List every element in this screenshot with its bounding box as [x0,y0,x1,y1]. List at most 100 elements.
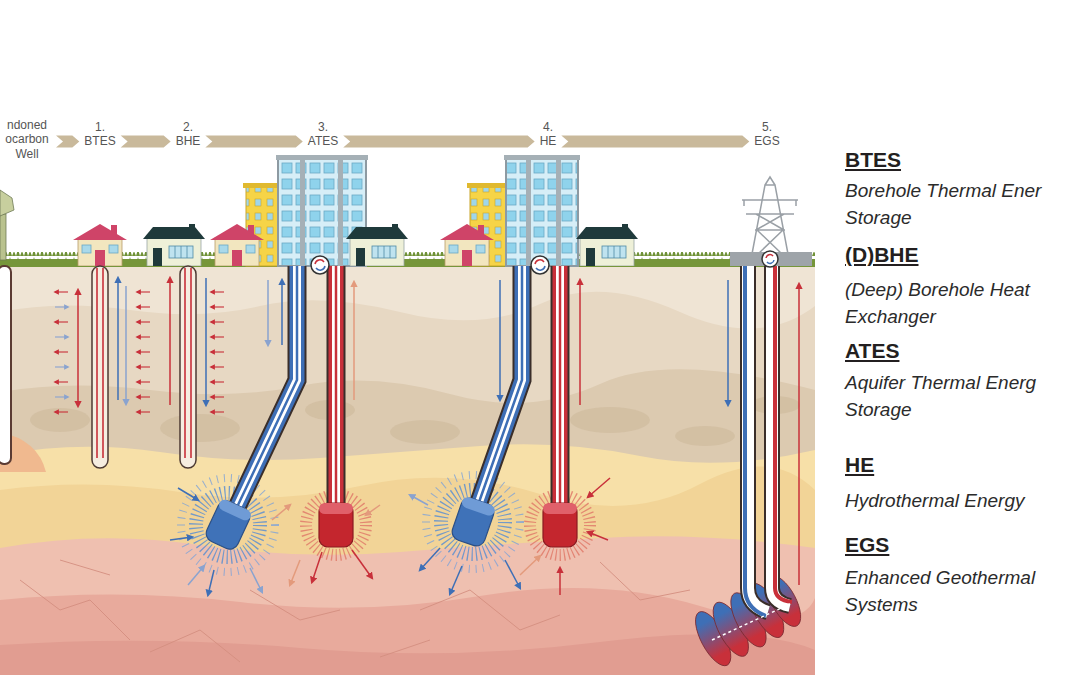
heat-flow-arrow [281,280,283,345]
heat-flow-arrow [178,488,198,500]
injection-well [478,266,522,505]
heat-flow-arrow [267,280,269,345]
injection-well [478,266,522,505]
house [346,224,408,266]
well-filter [203,498,252,552]
abandoned-well [0,266,11,464]
heat-flow-arrow [211,336,224,337]
step-number: 3. [308,120,338,134]
symbol-arrow [536,266,545,270]
heat-flow-arrow [579,280,581,405]
symbol-arrow [767,260,774,263]
heat-flow-arrow [137,366,150,367]
flow-halo [181,478,275,572]
step-number: 4. [540,120,557,134]
step-name: HE [540,134,557,148]
heat-flow-arrow [211,366,224,367]
heat-flow-arrow [170,537,192,540]
production-well [327,266,346,508]
heat-flow-arrow [211,291,224,292]
legend-definition: Borehole Thermal Ener Storage [845,177,1067,231]
flow-halo [530,495,590,555]
symbol-arrow [535,260,544,264]
heat-flow-arrow [272,505,290,520]
heat-flow-arrow [55,366,68,367]
building-column [556,155,561,266]
building-column [526,155,531,266]
bedrock-layer [0,634,815,675]
borehole [180,266,196,468]
bedrock-layer [0,536,815,675]
building-column [338,155,343,266]
step-name: ATES [308,134,338,148]
heat-flow-arrow [588,478,610,497]
heat-flow-arrow [798,284,800,585]
heat-flow-arrow [137,396,150,397]
injection-well [478,266,522,505]
heat-flow-arrow [137,306,150,307]
well-filter [450,496,496,549]
heat-flow-arrow [410,495,428,505]
heat-flow-arrow [137,381,150,382]
boulder [570,407,650,433]
heat-flow-arrow [250,568,262,592]
legend-term: (D)BHE [845,242,919,268]
heat-flow-arrow [727,280,729,405]
step-name: BHE [176,134,201,148]
house [73,224,127,266]
heat-flow-arrow [137,321,150,322]
step-number: 5. [754,120,779,134]
production-well [335,266,338,508]
heat-flow-arrow [353,282,355,400]
heat-flow-arrow [211,381,224,382]
heat-flow-arrow [77,290,79,406]
borehole-pipe [97,268,103,458]
heat-flow-arrow [290,560,300,585]
well-filter [203,498,252,552]
tower-building [506,158,578,266]
building-column [300,155,305,266]
house [440,224,494,266]
heat-flow-arrow [55,321,68,322]
heat-flow-arrow [499,280,501,400]
house [576,224,638,266]
production-well [329,266,344,508]
well-filter-cap [217,498,252,522]
flow-halo [426,475,520,569]
step-name: ndoned ocarbon Well [3,118,51,161]
aquifer-layer [0,466,815,675]
legend-definition: (Deep) Borehole Heat Exchanger [845,276,1067,330]
heat-flow-arrow [520,556,540,575]
step-name: BTES [84,134,115,148]
heat-flow-arrow [137,336,150,337]
heat-flow-arrow [312,552,322,582]
soil-layer [0,266,815,675]
injection-well [238,266,297,505]
legend-term: BTES [845,147,901,173]
step-label: 4.HE [538,120,559,149]
heat-pump-symbol [311,256,329,274]
heat-flow-arrow [505,560,520,588]
boulder [160,414,240,442]
heat-flow-arrow [211,396,224,397]
legend-definition: Aquifer Thermal Energ Storage [845,369,1067,423]
well-filter-cap [543,503,577,514]
heat-flow-arrow [420,548,440,570]
flow-chevron [121,136,171,148]
heat-flow-arrow [125,286,127,404]
egs-well [745,266,766,616]
building-roof [504,155,580,160]
heat-flow-arrow [117,278,119,400]
heat-flow-arrow [366,505,380,515]
heat-flow-arrow [211,321,224,322]
pumpjack-post [0,214,6,260]
injection-well [238,266,297,505]
heat-pump-symbol [531,256,549,274]
flow-halo [441,490,505,554]
well-filter [450,496,496,549]
boulder [675,426,735,446]
boulder [390,420,460,444]
heat-flow-arrow [55,351,68,352]
production-well [559,266,562,508]
